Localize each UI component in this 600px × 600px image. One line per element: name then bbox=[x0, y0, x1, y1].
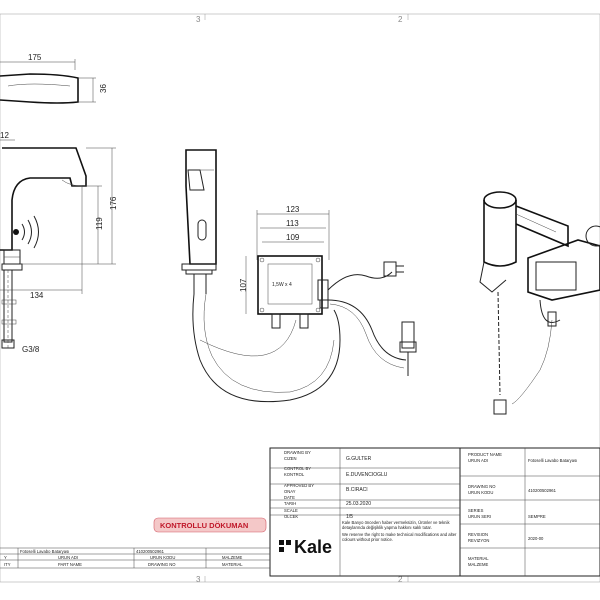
frame-number-top-2: 2 bbox=[398, 15, 403, 24]
controlled-document-stamp: KONTROLLU DÖKUMAN bbox=[153, 517, 267, 533]
dim-box-c-label: 109 bbox=[286, 233, 300, 242]
revizyon-label: REVIZYON bbox=[468, 538, 489, 543]
dim-spout-height-label: 119 bbox=[95, 217, 104, 230]
note-tr: Kale Banyo önceden haber vermeksizin, Ür… bbox=[342, 520, 450, 530]
title-block: DRAWING BY CIZEN G.GULTER CONTROL BY KON… bbox=[269, 447, 600, 577]
drawing-no-label: DRAWING NO bbox=[468, 484, 496, 489]
kale-logo: Kale bbox=[294, 537, 332, 557]
dim-reach-label: 134 bbox=[30, 291, 44, 300]
scale-label: SCALE bbox=[284, 508, 298, 513]
parts-left-label-2: ITY bbox=[4, 562, 11, 567]
note-en: We reserve the right to make technical m… bbox=[342, 532, 457, 542]
urun-kodu-label: URUN KODU bbox=[468, 490, 493, 495]
kale-logo-mark-icon bbox=[279, 540, 284, 545]
thread-label: G3/8 bbox=[22, 345, 40, 354]
urun-adi-label: URUN ADI bbox=[468, 458, 488, 463]
revision-label: REVISION bbox=[468, 532, 488, 537]
drawing-border bbox=[0, 13, 600, 583]
parts-header-material: MATERIAL bbox=[222, 562, 243, 567]
date-label: DATE bbox=[284, 495, 295, 500]
frame-number-top-3: 3 bbox=[196, 15, 201, 24]
sensor-icon bbox=[13, 229, 19, 235]
olcek-label: OLCEK bbox=[284, 514, 298, 519]
control-by-value: E.DUVENCIOGLU bbox=[346, 472, 388, 478]
tarih-label: TARIH bbox=[284, 501, 296, 506]
parts-list: Fotoselli Lavabo Bataryası 410200502961 … bbox=[0, 547, 270, 569]
parts-header-urun-adi: URUN ADI bbox=[58, 555, 78, 560]
date-value: 25.03.2020 bbox=[346, 501, 371, 507]
parts-header-part-name: PART NAME bbox=[58, 562, 82, 567]
frame-number-bottom-2: 2 bbox=[398, 575, 403, 584]
scale-value: 1/5 bbox=[346, 514, 353, 520]
parts-product-name: Fotoselli Lavabo Bataryası bbox=[20, 549, 69, 554]
dim-box-b-label: 113 bbox=[286, 219, 299, 228]
drawing-by-value: G.GULTER bbox=[346, 456, 372, 462]
urun-seri-label: URUN SERI bbox=[468, 514, 491, 519]
product-name-label: PRODUCT NAME bbox=[468, 452, 502, 457]
front-view bbox=[181, 149, 341, 403]
control-by-label: CONTROL BY bbox=[284, 466, 311, 471]
box-rating-label: 1,5W x 4 bbox=[272, 282, 292, 288]
malzeme-label: MALZEME bbox=[468, 562, 488, 567]
drawing-by-label: DRAWING BY bbox=[284, 450, 311, 455]
side-view: 12 G3/8 176 119 134 bbox=[0, 131, 118, 354]
frame-number-bottom-3: 3 bbox=[196, 575, 201, 584]
dim-total-height-label: 176 bbox=[109, 196, 118, 210]
revision-value: 2020-00 bbox=[528, 536, 544, 541]
parts-left-label-1: Y bbox=[4, 555, 7, 560]
parts-header-drawing-no: DRAWING NO bbox=[148, 562, 176, 567]
approved-by-label: APPROVED BY bbox=[284, 483, 314, 488]
parts-header-malzeme: MALZEME bbox=[222, 555, 242, 560]
dim-box-height-label: 107 bbox=[239, 278, 248, 292]
stamp-label: KONTROLLU DÖKUMAN bbox=[160, 521, 248, 530]
top-view: 175 36 bbox=[0, 53, 108, 104]
dim-height-top-label: 36 bbox=[99, 84, 108, 93]
series-value: SEMPRE bbox=[528, 514, 546, 519]
drawing-no-value: 410200502961 bbox=[528, 488, 557, 493]
dim-box-a-label: 123 bbox=[286, 205, 300, 214]
onay-label: ONAY bbox=[284, 489, 296, 494]
dim-width-label: 175 bbox=[28, 53, 42, 62]
approved-by-value: B.CIRACI bbox=[346, 487, 368, 493]
parts-product-code: 410200502961 bbox=[136, 549, 165, 554]
kontrol-label: KONTROL bbox=[284, 472, 305, 477]
valve-icon bbox=[401, 321, 415, 349]
control-box: 123 113 109 1,5W x 4 107 bbox=[239, 205, 417, 376]
sensor-window-icon bbox=[197, 219, 207, 241]
product-name-value: Fotoselli Lavabo Bataryası bbox=[528, 458, 577, 463]
parts-header-urun-kodu: URUN KODU bbox=[150, 555, 175, 560]
power-plug-icon bbox=[383, 261, 397, 277]
isometric-view bbox=[479, 191, 600, 415]
material-label: MATERIAL bbox=[468, 556, 489, 561]
cizen-label: CIZEN bbox=[284, 456, 297, 461]
series-label: SERIES bbox=[468, 508, 484, 513]
dim-spout-label: 12 bbox=[0, 131, 9, 140]
